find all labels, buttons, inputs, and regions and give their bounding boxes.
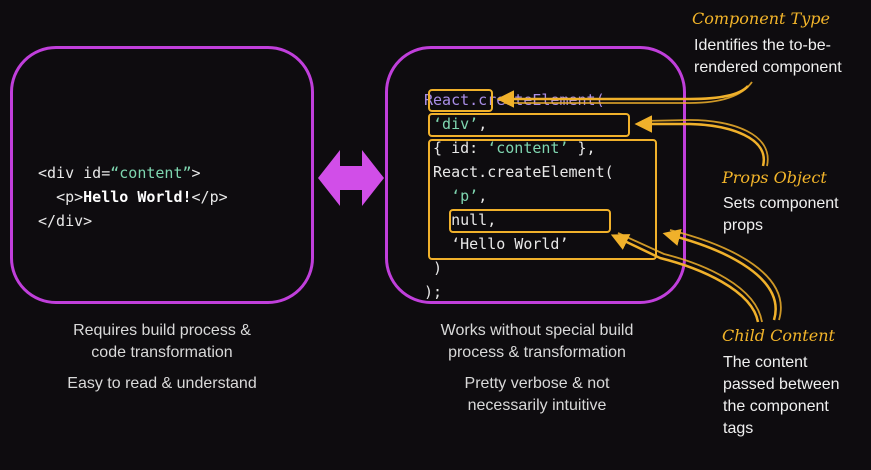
jsx-code-block: <div id=“content”> <p>Hello World!</p> <… <box>38 137 228 233</box>
ce-line-8: ) <box>424 259 442 277</box>
ce-outer-close: ); <box>424 283 443 301</box>
double-arrow-icon <box>318 150 384 206</box>
child-content-title: Child Content <box>722 326 835 345</box>
child-content-box-pointer-stroke-2 <box>669 229 782 321</box>
jsx-p-open: <p> <box>56 188 84 206</box>
component-type-desc: Identifies the to-be- rendered component <box>694 35 842 79</box>
ce-caption-line-1: Works without special build <box>440 322 634 339</box>
component-type-title: Component Type <box>692 9 830 28</box>
child-content-desc-3: the component <box>723 398 829 415</box>
props-object-pointer-arrow-icon <box>634 115 766 167</box>
props-object-pointer-stroke-2 <box>641 119 769 167</box>
create-element-panel <box>385 46 686 304</box>
ce-line-3: { id: ‘content’ }, <box>424 139 596 157</box>
child-content-desc: The content passed between the component… <box>723 352 840 440</box>
jsx-div-close: </div> <box>38 212 93 230</box>
ce-p-string: ‘p’ <box>451 187 479 205</box>
ce-line-2: ‘div’, <box>424 115 487 133</box>
child-content-desc-1: The content <box>723 354 808 371</box>
jsx-id-value: “content” <box>110 164 192 182</box>
ce-props-close: }, <box>568 139 596 157</box>
ce-comma-2: , <box>478 187 488 205</box>
component-type-pointer-arrow-icon <box>496 85 749 108</box>
child-content-pointer-arrow-icon <box>610 234 760 323</box>
jsx-caption-2: Easy to read & understand <box>30 373 294 395</box>
nested-create-element-call: React.createElement( <box>433 163 614 181</box>
jsx-caption-line-2: code transformation <box>91 344 233 361</box>
props-object-highlight <box>428 113 630 137</box>
props-object-title: Props Object <box>722 168 827 187</box>
ce-line-6: null, <box>424 211 496 229</box>
component-type-desc-1: Identifies the to-be- <box>694 37 831 54</box>
jsx-line-1: <div id=“content”> <box>38 164 201 182</box>
child-content-desc-4: tags <box>723 420 754 437</box>
ce-line-7: ‘Hello World’ <box>424 235 569 253</box>
props-object-desc: Sets component props <box>723 193 839 237</box>
jsx-p-close: </p> <box>191 188 228 206</box>
ce-null: null, <box>451 211 497 229</box>
jsx-caption-1: Requires build process & code transforma… <box>30 320 294 364</box>
ce-caption-line-3: Pretty verbose & not <box>464 375 610 392</box>
create-element-caption-1: Works without special build process & tr… <box>400 320 674 364</box>
ce-line-5: ‘p’, <box>424 187 487 205</box>
jsx-div-open: <div id= <box>38 164 111 182</box>
ce-hello-string: ‘Hello World’ <box>451 235 569 253</box>
component-type-desc-2: rendered component <box>694 59 842 76</box>
ce-div-string: ‘div’ <box>433 115 479 133</box>
ce-line-4: React.createElement( <box>424 163 614 181</box>
component-type-highlight <box>428 89 493 112</box>
component-type-pointer-stroke-2 <box>504 81 753 104</box>
jsx-panel <box>10 46 314 304</box>
ce-nested-close: ) <box>433 259 443 277</box>
jsx-caption-line-3: Easy to read & understand <box>67 375 257 392</box>
ce-caption-line-4: necessarily intuitive <box>467 397 607 414</box>
hello-world-highlight <box>449 209 611 233</box>
child-content-desc-2: passed between <box>723 376 840 393</box>
create-element-caption-2: Pretty verbose & not necessarily intuiti… <box>400 373 674 417</box>
jsx-line-2: <p>Hello World!</p> <box>38 188 228 206</box>
props-object-desc-1: Sets component <box>723 195 839 212</box>
ce-props-open: { id: <box>433 139 488 157</box>
ce-comma-1: , <box>478 115 488 133</box>
jsx-div-open-end: > <box>191 164 201 182</box>
ce-props-id-value: ‘content’ <box>487 139 569 157</box>
jsx-hello-text: Hello World! <box>83 188 192 206</box>
ce-caption-line-2: process & transformation <box>448 344 626 361</box>
child-content-highlight <box>428 139 657 260</box>
child-content-box-pointer-arrow-icon <box>662 228 777 321</box>
props-object-desc-2: props <box>723 217 764 234</box>
child-content-pointer-stroke-2 <box>617 232 763 323</box>
jsx-caption-line-1: Requires build process & <box>73 322 251 339</box>
